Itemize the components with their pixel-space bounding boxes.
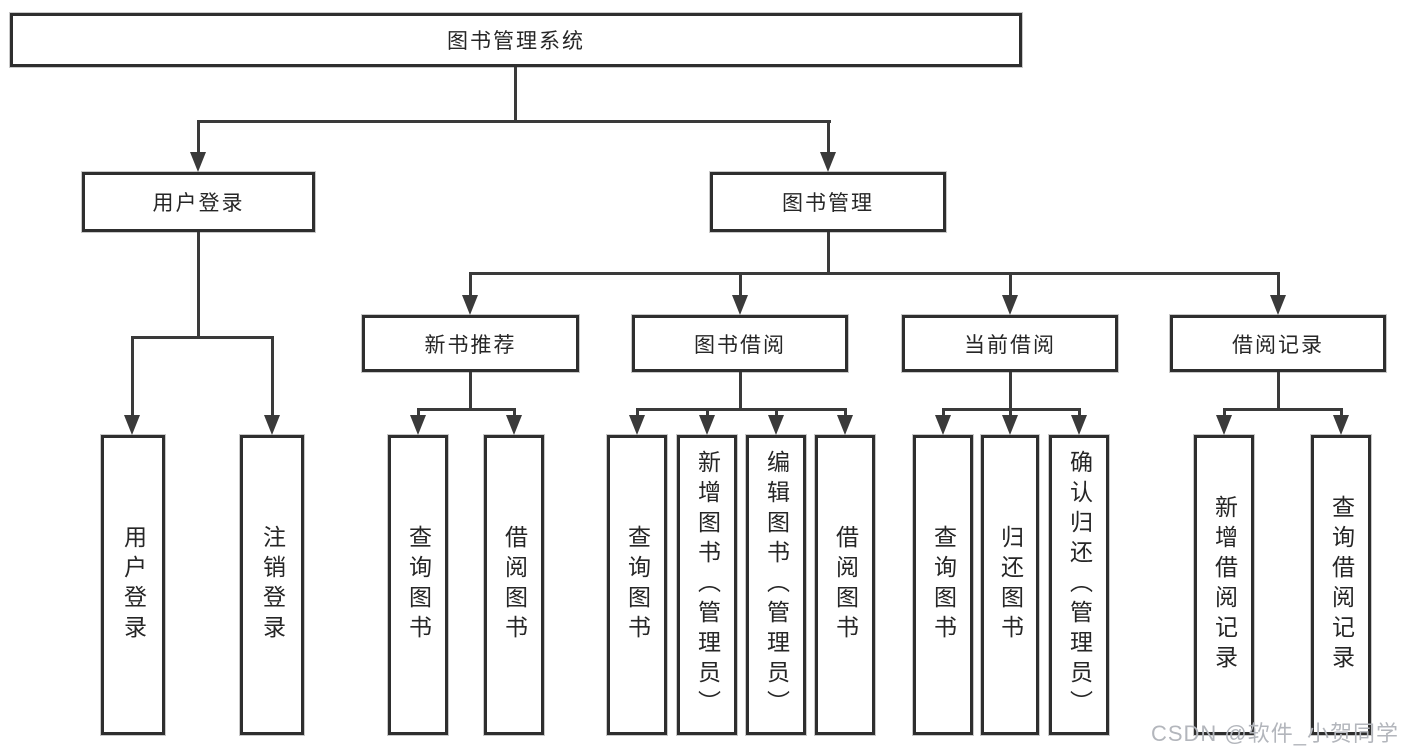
leaf-query-borrow-record: 查询借阅记录	[1311, 435, 1371, 735]
arrowhead-icon	[1002, 295, 1018, 315]
arrowhead-icon	[629, 415, 645, 435]
node-book-management: 图书管理	[710, 172, 946, 232]
arrowhead-icon	[1002, 415, 1018, 435]
leaf-confirm-return-admin: 确认归还（管理员）	[1049, 435, 1109, 735]
connector-line	[271, 336, 274, 417]
arrowhead-icon	[820, 152, 836, 172]
connector-line	[417, 408, 420, 420]
arrowhead-icon	[1216, 415, 1232, 435]
connector-line	[131, 336, 274, 339]
arrowhead-icon	[1270, 295, 1286, 315]
arrowhead-icon	[410, 415, 426, 435]
arrowhead-icon	[732, 295, 748, 315]
connector-line	[739, 372, 742, 408]
connector-line	[1340, 408, 1343, 420]
arrowhead-icon	[124, 415, 140, 435]
leaf-query-book-borrow: 查询图书	[607, 435, 667, 735]
connector-line	[131, 336, 134, 417]
leaf-borrow-book-recommend: 借阅图书	[484, 435, 544, 735]
csdn-watermark: CSDN @软件_小贺同学	[1150, 721, 1399, 746]
connector-line	[739, 272, 742, 297]
arrowhead-icon	[837, 415, 853, 435]
arrowhead-icon	[1333, 415, 1349, 435]
node-user-login: 用户登录	[82, 172, 315, 232]
connector-line	[513, 408, 516, 420]
leaf-user-login: 用户登录	[101, 435, 165, 735]
arrowhead-icon	[935, 415, 951, 435]
connector-line	[514, 67, 517, 120]
connector-line	[827, 232, 830, 274]
arrowhead-icon	[462, 295, 478, 315]
connector-line	[844, 408, 847, 420]
connector-line	[636, 408, 639, 420]
connector-line	[1277, 372, 1280, 408]
node-book-borrow: 图书借阅	[632, 315, 848, 372]
leaf-query-book-recommend: 查询图书	[388, 435, 448, 735]
leaf-add-borrow-record: 新增借阅记录	[1194, 435, 1254, 735]
connector-line	[1078, 408, 1081, 420]
connector-line	[827, 120, 830, 154]
leaf-return-book: 归还图书	[981, 435, 1039, 735]
connector-line	[197, 120, 200, 154]
node-new-book-recommend: 新书推荐	[362, 315, 579, 372]
leaf-add-book-admin: 新增图书（管理员）	[677, 435, 737, 735]
leaf-query-book-current: 查询图书	[913, 435, 973, 735]
connector-line	[417, 408, 516, 411]
connector-line	[1009, 372, 1012, 408]
connector-line	[469, 272, 1280, 275]
leaf-borrow-book: 借阅图书	[815, 435, 875, 735]
connector-line	[1009, 408, 1012, 420]
connector-line	[197, 232, 200, 336]
connector-line	[1277, 272, 1280, 297]
arrowhead-icon	[768, 415, 784, 435]
connector-line	[197, 120, 831, 123]
arrowhead-icon	[699, 415, 715, 435]
leaf-logout: 注销登录	[240, 435, 304, 735]
connector-line	[1009, 272, 1012, 297]
connector-line	[1223, 408, 1226, 420]
connector-line	[775, 408, 778, 420]
connector-line	[706, 408, 709, 420]
node-borrow-records: 借阅记录	[1170, 315, 1386, 372]
arrowhead-icon	[506, 415, 522, 435]
arrowhead-icon	[190, 152, 206, 172]
node-current-borrow: 当前借阅	[902, 315, 1118, 372]
node-root: 图书管理系统	[10, 13, 1022, 67]
leaf-edit-book-admin: 编辑图书（管理员）	[746, 435, 806, 735]
connector-line	[469, 372, 472, 408]
connector-line	[636, 408, 847, 411]
connector-line	[469, 272, 472, 297]
connector-line	[942, 408, 945, 420]
arrowhead-icon	[1071, 415, 1087, 435]
arrowhead-icon	[264, 415, 280, 435]
connector-line	[1223, 408, 1343, 411]
